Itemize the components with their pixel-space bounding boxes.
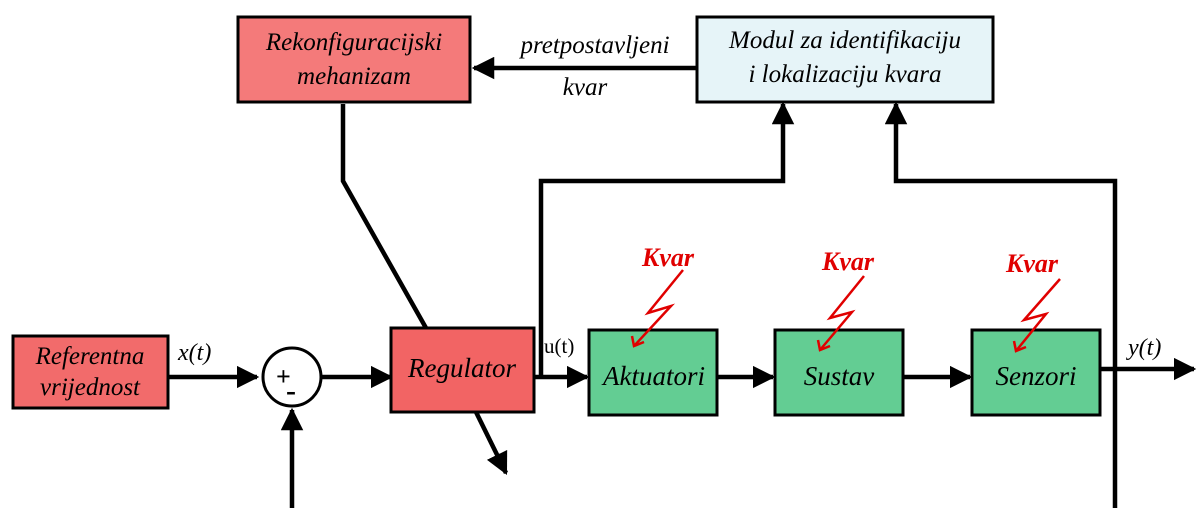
sensors-label: Senzori <box>996 361 1077 391</box>
lightning-bolt-icon <box>819 275 865 351</box>
signal-x-label: x(t) <box>177 340 211 366</box>
fault-label: Kvar <box>821 247 875 276</box>
module-label-line2: i lokalizaciju kvara <box>748 61 941 88</box>
system-box <box>773 328 905 417</box>
lightning-bolt-icon <box>633 269 684 347</box>
system-block: Sustav <box>773 328 905 417</box>
lightning-arrowhead-icon <box>630 335 645 348</box>
signal-y-label: y(t) <box>1126 335 1161 361</box>
summing-plus: + <box>276 362 291 391</box>
fault-sensors: Kvar <box>1005 249 1061 353</box>
assumed-fault-label-line2: kvar <box>563 74 608 101</box>
summing-circle <box>261 346 323 408</box>
wire-u-to-module <box>538 101 795 377</box>
adjustment-arrow <box>473 411 509 476</box>
lightning-bolt-icon <box>1015 278 1061 352</box>
reconfig-label-line1: Rekonfiguracijski <box>265 29 442 56</box>
module-label-line1: Modul za identifikaciju <box>728 27 961 54</box>
actuators-label: Aktuatori <box>601 361 705 391</box>
reconfig-box <box>236 15 472 104</box>
actuators-block: Aktuatori <box>587 328 719 417</box>
signal-u-label: u(t) <box>544 334 574 358</box>
assumed-fault-label-line1: pretpostavljeni <box>518 32 669 59</box>
reference-box <box>11 334 170 410</box>
system-label: Sustav <box>804 361 875 391</box>
regulator-block: Regulator <box>389 326 536 414</box>
lightning-arrowhead-icon <box>1012 340 1027 353</box>
sensors-box <box>970 328 1102 417</box>
summing-junction: + - <box>261 346 323 408</box>
regulator-box <box>389 326 536 414</box>
fault-label: Kvar <box>1005 249 1059 278</box>
summing-minus: - <box>286 374 296 407</box>
regulator-label: Regulator <box>407 353 516 383</box>
reconfig-block: Rekonfiguracijski mehanizam <box>236 15 472 104</box>
fault-actuators: Kvar <box>630 243 695 348</box>
reference-label-line2: vrijednost <box>40 374 141 401</box>
lightning-arrowhead-icon <box>816 339 831 352</box>
fault-label: Kvar <box>641 243 695 272</box>
fault-system: Kvar <box>816 247 875 352</box>
reference-block: Referentna vrijednost <box>11 334 170 410</box>
wire-y-to-module <box>884 101 1118 369</box>
sensors-block: Senzori <box>970 328 1102 417</box>
actuators-box <box>587 328 719 417</box>
module-box <box>695 15 995 104</box>
reference-label-line1: Referentna <box>35 343 145 370</box>
reconfig-label-line2: mehanizam <box>297 63 411 90</box>
wire-reconfig-to-regulator <box>340 104 428 330</box>
module-block: Modul za identifikaciju i lokalizaciju k… <box>695 15 995 104</box>
